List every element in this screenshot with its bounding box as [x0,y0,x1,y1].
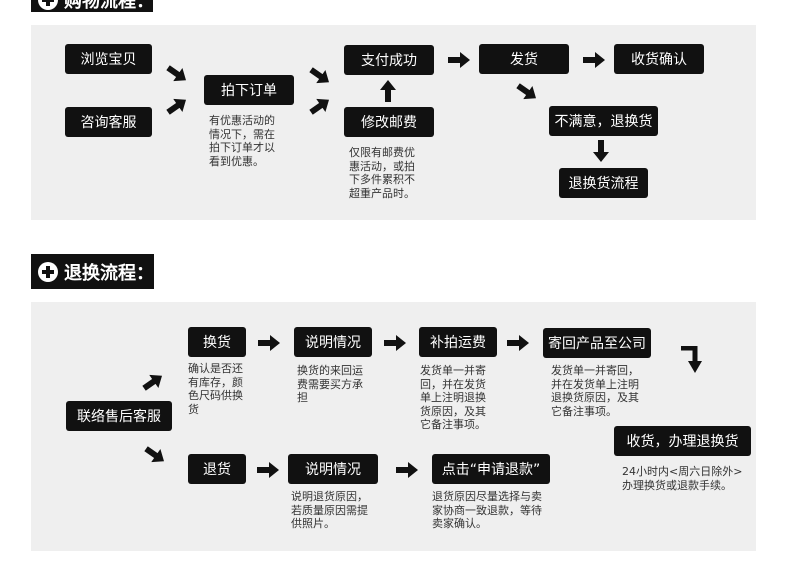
mail-back-box: 寄回产品至公司 [543,328,651,358]
arrow-down-icon [593,140,609,162]
section1-header: 购物流程： [31,0,153,12]
arrow-right-icon [507,335,529,351]
supplement-note: 发货单一并寄 回，并在发货 单上注明退换 货原因，及其 它备注事项。 [420,364,486,431]
arrow-right-icon [396,462,418,478]
arrow-right-icon [306,63,333,89]
plus-circle-icon [38,261,58,282]
pay-box: 支付成功 [344,45,434,75]
order-note: 有优惠活动的 情况下，需在 拍下订单才以 看到优惠。 [209,114,275,168]
arrow-right-icon [448,52,470,68]
order-box: 拍下订单 [204,75,294,105]
contact-box: 联络售后客服 [66,401,172,431]
arrow-right-icon [163,61,190,87]
mail-back-note: 发货单一并寄回， 并在发货单上注明 退换货原因，及其 它备注事项。 [551,364,639,418]
consult-box: 咨询客服 [65,107,152,137]
receive-note: 24小时内<周六日除外> 办理换货或退款手续。 [622,465,743,492]
receive-box: 收货，办理退换货 [614,426,751,456]
section2-title: 退换流程： [64,262,154,284]
apply-box: 点击“申请退款” [432,454,550,484]
exchange-note: 确认是否还 有库存，颜 色尺码供换 货 [188,362,243,416]
browse-box: 浏览宝贝 [65,44,152,74]
modify-box: 修改邮费 [344,107,434,137]
arrow-right-icon [163,93,190,119]
refund-box: 退货 [188,454,246,484]
arrow-right-icon [513,79,540,105]
explain1-note: 换货的来回运 费需要买方承 担 [297,364,363,404]
arrow-right-icon [141,442,168,468]
arrow-right-icon [258,335,280,351]
explain1-box: 说明情况 [294,327,372,357]
arrow-right-icon [583,52,605,68]
explain2-box: 说明情况 [288,454,378,484]
modify-note: 仅限有邮费优 惠活动，或拍 下多件累积不 超重产品时。 [349,146,415,200]
plus-circle-icon [38,0,58,10]
explain2-note: 说明退货原因， 若质量原因需提 供照片。 [291,490,368,530]
confirm-box: 收货确认 [614,44,704,74]
ship-box: 发货 [479,44,569,74]
arrow-right-icon [257,462,279,478]
arrow-hook-down-icon [681,346,705,374]
supplement-box: 补拍运费 [419,327,497,357]
section2-header: 退换流程： [31,254,154,289]
arrow-right-icon [139,369,166,395]
unsatisfied-box: 不满意，退换货 [549,106,658,136]
apply-note: 退货原因尽量选择与卖 家协商一致退款，等待 卖家确认。 [432,490,542,530]
arrow-up-icon [380,80,396,102]
arrow-right-icon [384,335,406,351]
exchange-box: 换货 [188,327,246,357]
arrow-right-icon [306,93,333,119]
return-flow-box: 退换货流程 [559,168,648,198]
section1-title: 购物流程： [64,0,153,12]
